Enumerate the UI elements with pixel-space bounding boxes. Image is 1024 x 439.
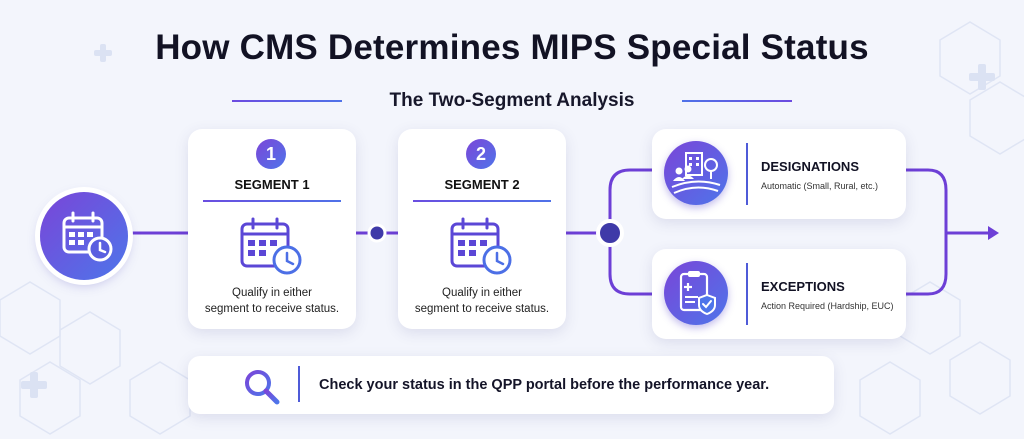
segment-label: SEGMENT 2 [444,177,520,192]
connector-branch-top [608,168,654,235]
exceptions-card: EXCEPTIONS Action Required (Hardship, EU… [652,249,906,339]
segment-description-line-1: Qualify in either [232,287,312,299]
segment-description-line-2: segment to receive status. [414,303,550,315]
calendar-clock-icon [240,217,302,275]
subtitle: The Two-Segment Analysis [389,90,635,111]
footer-divider [298,366,300,402]
search-icon [245,370,280,405]
segment-divider [413,200,551,202]
building-people-field-icon [664,141,728,205]
segment-description-line-2: segment to receive status. [204,303,340,315]
subtitle-rule-left [232,100,342,102]
exceptions-heading: EXCEPTIONS [761,279,845,294]
connector-branch-bottom [608,231,654,296]
subtitle-rule-right [682,100,792,102]
output-arrowhead [988,226,999,240]
segment-description: Qualify in either segment to receive sta… [404,285,560,317]
card-divider [746,143,748,205]
connector-node-middle [367,223,387,243]
designations-heading: DESIGNATIONS [761,159,859,174]
segment-divider [203,200,341,202]
connector-merge [904,168,948,296]
designations-detail: Automatic (Small, Rural, etc.) [761,181,879,191]
calendar-clock-icon [450,217,512,275]
card-divider [746,263,748,325]
segment-1-card: 1 SEGMENT 1 Qualify in either segment to… [188,129,356,329]
page-title: How CMS Determines MIPS Special Status [155,28,869,67]
exceptions-detail: Action Required (Hardship, EUC) [761,301,894,311]
footer-text: Check your status in the QPP portal befo… [319,377,770,393]
designations-card: DESIGNATIONS Automatic (Small, Rural, et… [652,129,906,219]
clipboard-shield-icon [664,261,728,325]
segment-number-badge: 2 [466,139,496,169]
segment-number-badge: 1 [256,139,286,169]
subtitle-row: The Two-Segment Analysis [232,88,792,114]
calendar-clock-icon [40,192,128,280]
segment-label: SEGMENT 1 [234,177,310,192]
footer-banner: Check your status in the QPP portal befo… [188,356,834,414]
segment-description-line-1: Qualify in either [442,287,522,299]
segment-2-card: 2 SEGMENT 2 Qualify in either segment to… [398,129,566,329]
connector-node-branch [596,219,624,247]
segment-description: Qualify in either segment to receive sta… [194,285,350,317]
